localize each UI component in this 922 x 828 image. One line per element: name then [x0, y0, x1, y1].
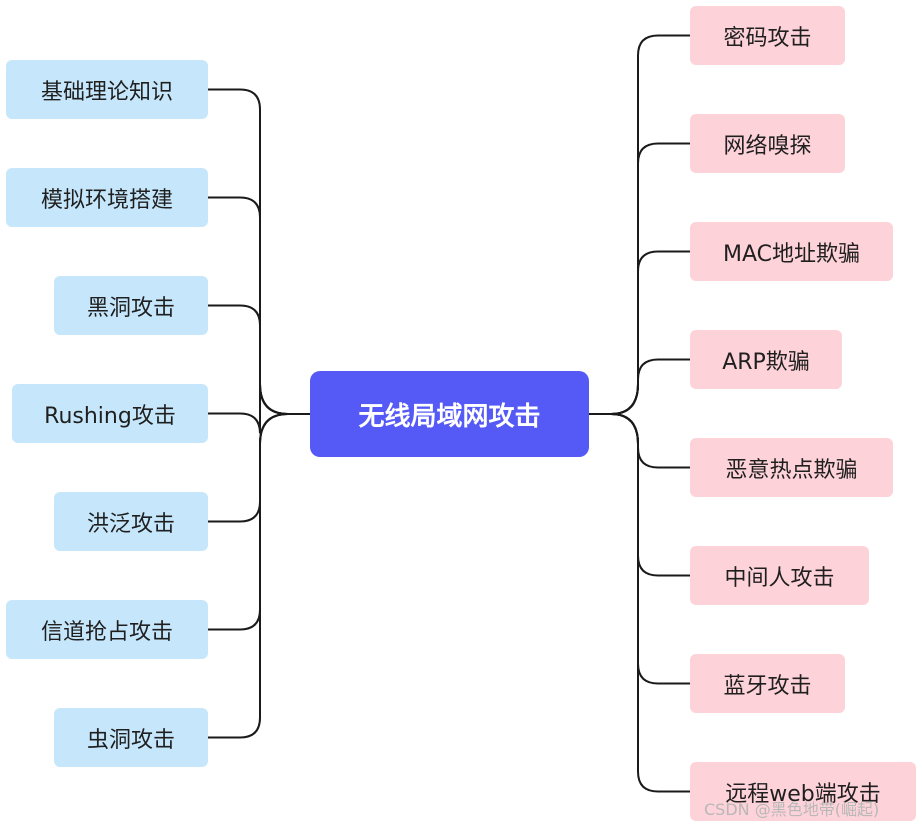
- right-branch-4[interactable]: ARP欺骗: [690, 330, 842, 389]
- right-branch-6[interactable]: 中间人攻击: [690, 546, 869, 605]
- left-branch-6[interactable]: 信道抢占攻击: [6, 600, 208, 659]
- left-branch-1[interactable]: 基础理论知识: [6, 60, 208, 119]
- connector-left-1: [208, 88, 289, 415]
- right-branch-3[interactable]: MAC地址欺骗: [690, 222, 893, 281]
- connector-right-1: [610, 34, 690, 415]
- connector-right-2: [610, 142, 690, 415]
- connector-right-6: [610, 413, 690, 577]
- connector-right-8: [610, 413, 690, 793]
- connector-right-3: [610, 250, 690, 415]
- right-branch-8[interactable]: 远程web端攻击: [690, 762, 916, 821]
- connector-left-3: [208, 304, 289, 415]
- left-branch-5[interactable]: 洪泛攻击: [54, 492, 208, 551]
- right-branch-5[interactable]: 恶意热点欺骗: [690, 438, 893, 497]
- right-branch-2[interactable]: 网络嗅探: [690, 114, 845, 173]
- connector-left-4: [208, 383, 289, 434]
- left-branch-7[interactable]: 虫洞攻击: [54, 708, 208, 767]
- right-branch-1[interactable]: 密码攻击: [690, 6, 845, 65]
- left-branch-3[interactable]: 黑洞攻击: [54, 276, 208, 335]
- right-branch-7[interactable]: 蓝牙攻击: [690, 654, 845, 713]
- connector-left-5: [208, 413, 289, 523]
- left-branch-4[interactable]: Rushing攻击: [12, 384, 208, 443]
- connector-right-4: [610, 358, 690, 415]
- connector-right-7: [610, 413, 690, 685]
- left-branch-2[interactable]: 模拟环境搭建: [6, 168, 208, 227]
- root-topic[interactable]: 无线局域网攻击: [310, 371, 589, 457]
- watermark: CSDN @黑色地带(崛起): [704, 800, 880, 819]
- connector-left-7: [208, 413, 289, 739]
- connector-right-5: [610, 413, 690, 469]
